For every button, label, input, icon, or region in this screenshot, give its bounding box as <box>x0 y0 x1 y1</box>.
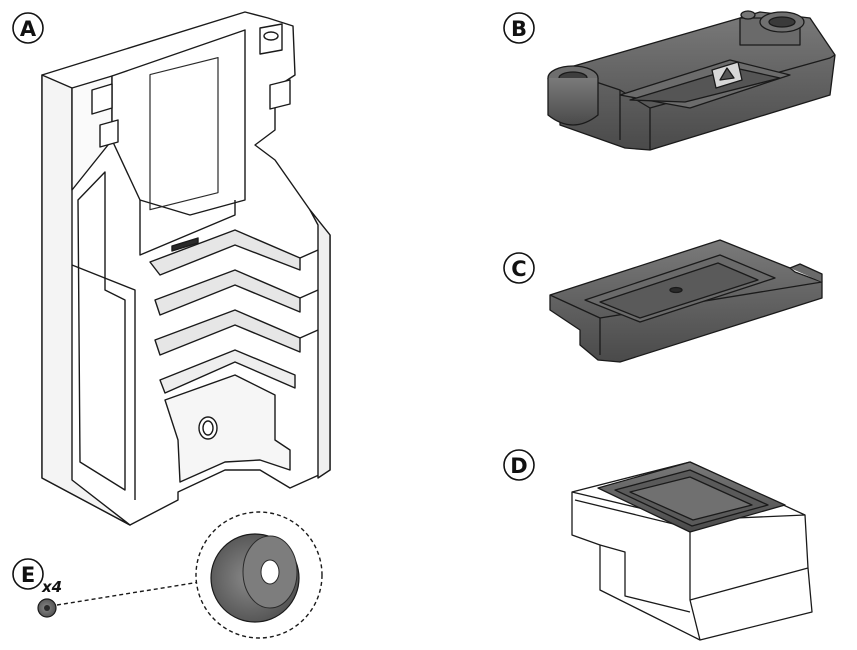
label-d: D <box>503 449 535 481</box>
part-d-block <box>571 461 813 641</box>
callout-leader <box>56 579 213 606</box>
svg-text:E: E <box>21 563 35 587</box>
svg-text:D: D <box>510 454 527 478</box>
part-a-housing <box>41 11 331 526</box>
label-e: E x4 <box>12 558 62 596</box>
svg-text:C: C <box>511 257 526 281</box>
label-b: B <box>503 12 535 44</box>
quantity-label: x4 <box>41 578 62 596</box>
part-e-spacer <box>37 511 323 639</box>
label-c: C <box>503 252 535 284</box>
svg-text:B: B <box>511 17 527 41</box>
part-c-tray <box>549 239 823 363</box>
svg-text:A: A <box>20 17 37 41</box>
part-b-bracket <box>547 10 836 151</box>
label-a: A <box>12 12 44 44</box>
